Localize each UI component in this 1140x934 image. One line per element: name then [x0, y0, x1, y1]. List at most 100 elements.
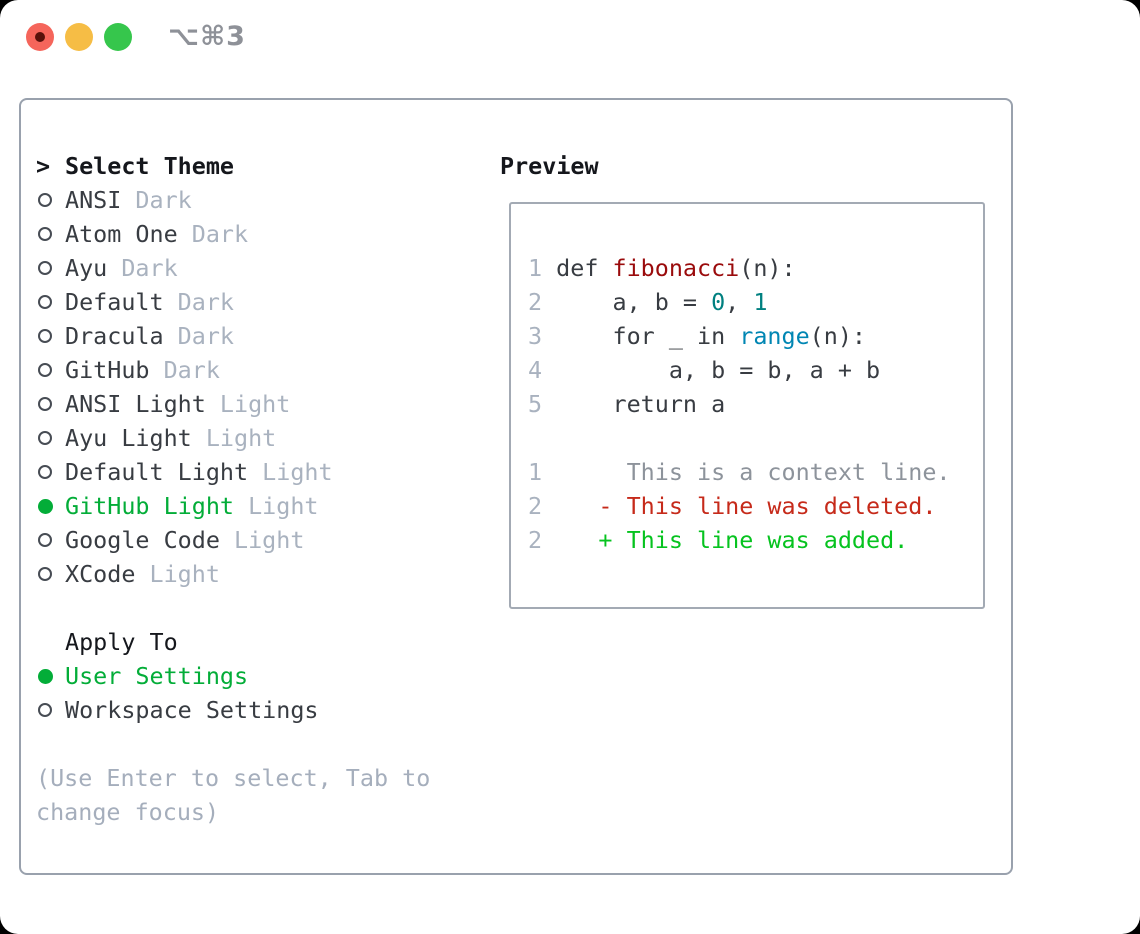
code-line: 5 return a [528, 387, 983, 421]
code-line: 1 This is a context line. [528, 455, 983, 489]
theme-option-label: ANSI Dark [65, 183, 192, 217]
theme-option-dracula[interactable]: Dracula Dark [36, 319, 430, 353]
radio-icon [36, 431, 65, 445]
code-token: for _ in [556, 322, 740, 350]
code-token: 5 [528, 390, 557, 418]
theme-variant: Light [234, 492, 319, 520]
zoom-button[interactable] [104, 23, 132, 51]
theme-variant: Dark [149, 356, 220, 384]
minimize-button[interactable] [65, 23, 93, 51]
theme-option-label: GitHub Light Light [65, 489, 319, 523]
select-theme-label: Select Theme [65, 152, 234, 180]
theme-variant: Dark [163, 322, 234, 350]
theme-option-xcode[interactable]: XCode Light [36, 557, 430, 591]
apply-option-label: User Settings [65, 659, 248, 693]
code-token: 3 [528, 322, 557, 350]
theme-name: Ayu [65, 254, 108, 282]
hint-line: (Use Enter to select, Tab to [36, 764, 431, 792]
theme-name: XCode [65, 560, 136, 588]
code-token: 2 [528, 288, 557, 316]
code-token: 1 [528, 458, 557, 486]
code-token: def [556, 254, 613, 282]
theme-option-label: Ayu Dark [65, 251, 178, 285]
theme-option-label: ANSI Light Light [65, 387, 290, 421]
code-line: 1 def fibonacci(n): [528, 251, 983, 285]
theme-variant: Light [191, 424, 277, 452]
cursor-icon: > [36, 152, 51, 180]
theme-option-default-light[interactable]: Default Light Light [36, 455, 430, 489]
radio-icon [36, 703, 65, 717]
theme-option-label: XCode Light [65, 557, 220, 591]
radio-icon [36, 465, 65, 479]
code-token: 2 [528, 492, 557, 520]
theme-name: Default [65, 288, 164, 316]
code-token: This is a context line. [556, 458, 951, 486]
radio-selected-icon [36, 668, 65, 684]
theme-option-google-code[interactable]: Google Code Light [36, 523, 430, 557]
code-token: return a [556, 390, 726, 418]
theme-variant: Dark [177, 220, 249, 248]
code-line: 2 a, b = 0, 1 [528, 285, 983, 319]
radio-icon [36, 329, 65, 343]
apply-to-label: Apply To [65, 628, 178, 656]
code-line: 2 + This line was added. [528, 523, 983, 557]
code-token: 4 [528, 356, 557, 384]
theme-name: Dracula [65, 322, 164, 350]
radio-icon [36, 193, 65, 207]
theme-option-github[interactable]: GitHub Dark [36, 353, 430, 387]
theme-variant: Light [135, 560, 220, 588]
spacer [36, 591, 430, 625]
code-token: a, b = b, a + b [556, 356, 881, 384]
theme-option-ayu[interactable]: Ayu Dark [36, 251, 430, 285]
theme-option-label: Ayu Light Light [65, 421, 276, 455]
code-token: + This line was added. [556, 526, 909, 554]
code-token: - This line was deleted. [556, 492, 937, 520]
code-line: 2 - This line was deleted. [528, 489, 983, 523]
code-token: 1 [528, 254, 557, 282]
theme-option-label: Google Code Light [65, 523, 304, 557]
code-token: 2 [528, 526, 557, 554]
theme-variant: Dark [107, 254, 178, 282]
radio-icon [36, 397, 65, 411]
theme-name: Default Light [65, 458, 249, 486]
preview-box: 1 def fibonacci(n):2 a, b = 0, 1 3 for _ … [509, 202, 985, 609]
theme-option-ansi[interactable]: ANSI Dark [36, 183, 430, 217]
code-preview: 1 def fibonacci(n):2 a, b = 0, 1 3 for _ … [511, 204, 983, 557]
code-token: , [725, 288, 754, 316]
code-token: (n): [739, 254, 796, 282]
theme-option-ansi-light[interactable]: ANSI Light Light [36, 387, 430, 421]
code-token: range [739, 322, 810, 350]
theme-option-default[interactable]: Default Dark [36, 285, 430, 319]
apply-option-label: Workspace Settings [65, 693, 318, 727]
apply-option-workspace-settings[interactable]: Workspace Settings [36, 693, 430, 727]
radio-icon [36, 295, 65, 309]
code-token: a, b = [556, 288, 712, 316]
radio-icon [36, 533, 65, 547]
theme-name: GitHub [65, 356, 150, 384]
theme-name: GitHub Light [65, 492, 234, 520]
theme-variant: Dark [163, 288, 234, 316]
apply-name: User Settings [65, 662, 249, 690]
theme-option-github-light[interactable]: GitHub Light Light [36, 489, 430, 523]
theme-option-atom-one[interactable]: Atom One Dark [36, 217, 430, 251]
code-token: 1 [753, 288, 768, 316]
radio-icon [36, 567, 65, 581]
theme-variant: Light [248, 458, 333, 486]
theme-option-label: Default Light Light [65, 455, 333, 489]
apply-name: Workspace Settings [65, 696, 319, 724]
theme-name: Atom One [65, 220, 178, 248]
select-theme-header: > Select Theme [36, 149, 430, 183]
radio-selected-icon [36, 498, 65, 514]
code-line: 4 a, b = b, a + b [528, 353, 983, 387]
apply-option-user-settings[interactable]: User Settings [36, 659, 430, 693]
apply-to-header: Apply To [36, 625, 430, 659]
window-title: ⌥⌘3 [168, 21, 246, 52]
close-button[interactable] [26, 23, 54, 51]
theme-option-ayu-light[interactable]: Ayu Light Light [36, 421, 430, 455]
theme-option-label: Dracula Dark [65, 319, 234, 353]
